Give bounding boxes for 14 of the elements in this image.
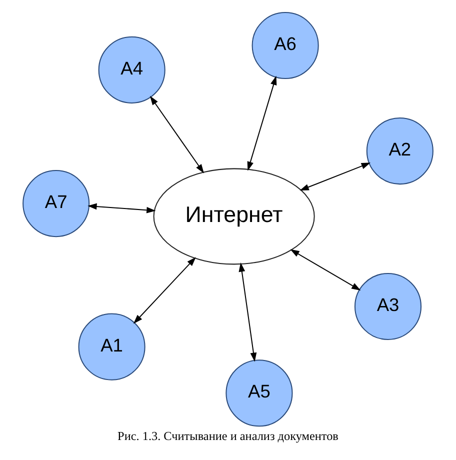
arrow [300,162,371,191]
arrow [247,76,277,171]
arrow [150,96,204,174]
node-circle: A3 [354,272,422,340]
node-circle: A7 [22,170,90,238]
arrow [88,203,156,214]
node-circle: A2 [366,118,434,185]
arrow [238,262,257,362]
node-circle: A5 [226,360,293,427]
node-circle: A6 [252,12,319,80]
arrow [290,249,361,291]
node-circle: A4 [98,36,166,104]
arrow [133,257,196,324]
caption: Рис. 1.3. Считывание и анализ документов [118,428,338,443]
